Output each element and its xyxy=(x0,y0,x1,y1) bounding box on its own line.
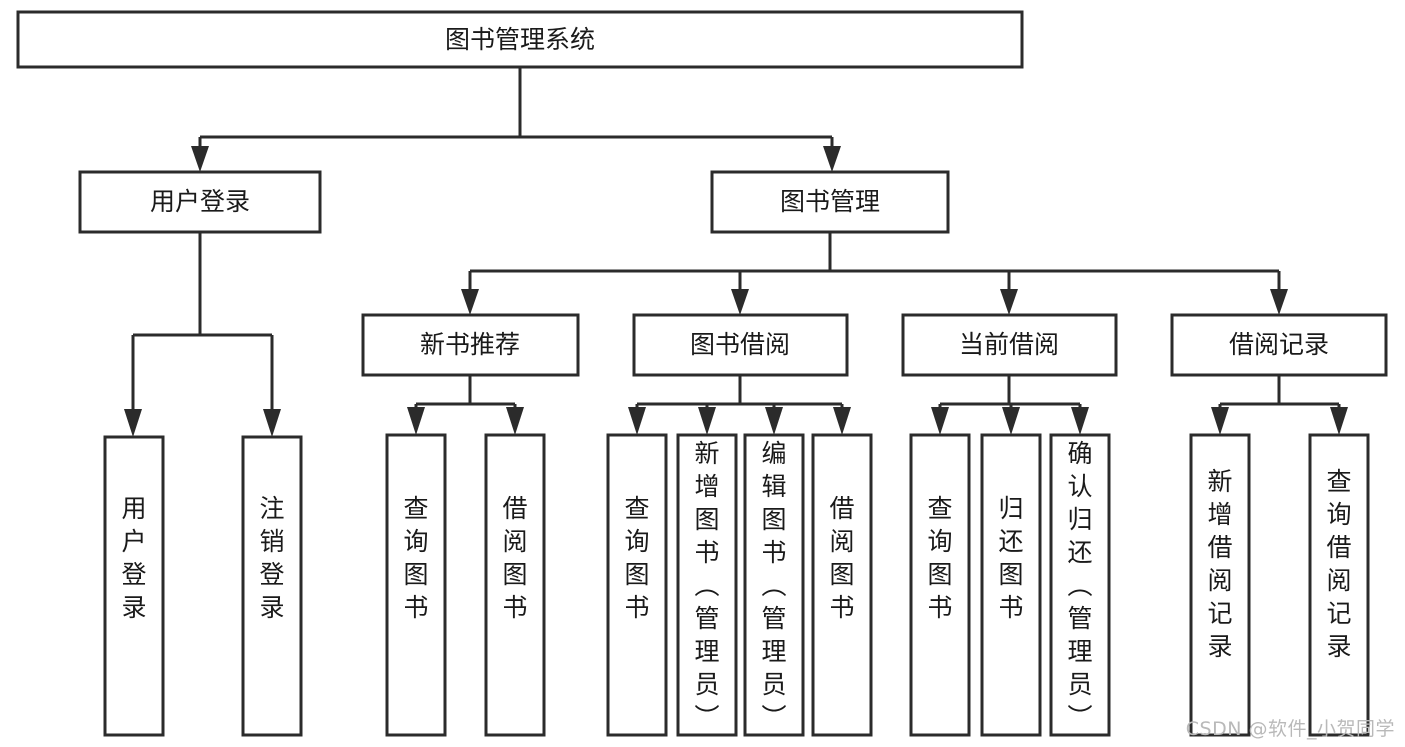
arrow-records-leaf-2 xyxy=(1330,407,1348,435)
node-root-system-box xyxy=(16,10,1024,69)
leaf-query-book-borrow-label: 查询图书 xyxy=(624,494,649,622)
arrow-book-mgmt-to-borrow xyxy=(731,289,749,315)
arrow-current-leaf-2 xyxy=(1002,407,1020,435)
leaf-add-borrow-record-box xyxy=(1189,433,1251,737)
node-new-book-recommend-box xyxy=(361,313,580,377)
node-root-system-label: 图书管理系统 xyxy=(445,25,595,54)
node-current-borrow-label: 当前借阅 xyxy=(959,330,1059,359)
node-book-borrow-label: 图书借阅 xyxy=(690,330,790,359)
arrow-new-book-leaf-1 xyxy=(407,407,425,435)
leaf-confirm-return-admin[interactable]: 确认归还︵管理员︶ xyxy=(1049,433,1111,737)
leaf-user-login-label: 用户登录 xyxy=(121,494,146,622)
node-new-book-recommend-label: 新书推荐 xyxy=(420,330,520,359)
leaf-logout-box xyxy=(241,435,303,737)
leaf-user-login-box xyxy=(103,435,165,737)
leaf-query-book-newbook-box xyxy=(385,433,447,737)
connector-layer xyxy=(124,67,1348,437)
leaf-confirm-return-admin-box xyxy=(1049,433,1111,737)
csdn-watermark: CSDN @软件_小贺同学 xyxy=(1185,718,1395,740)
leaf-add-borrow-record[interactable]: 新增借阅记录 xyxy=(1189,433,1251,737)
arrow-book-mgmt-to-current xyxy=(1000,289,1018,315)
leaf-borrow-book[interactable]: 借阅图书 xyxy=(811,433,873,737)
leaf-borrow-book-box xyxy=(811,433,873,737)
leaf-add-book-admin-label: 新增图书︵管理员︶ xyxy=(694,439,719,732)
node-user-login-label: 用户登录 xyxy=(150,187,250,216)
leaf-query-borrow-record-label: 查询借阅记录 xyxy=(1326,467,1351,661)
leaf-borrow-book-label: 借阅图书 xyxy=(829,494,854,622)
arrow-root-to-book-mgmt xyxy=(823,146,841,172)
leaf-borrow-book-newbook[interactable]: 借阅图书 xyxy=(484,433,546,737)
leaf-confirm-return-admin-label: 确认归还︵管理员︶ xyxy=(1067,439,1092,732)
arrow-borrow-leaf-2 xyxy=(698,407,716,435)
node-book-management-label: 图书管理 xyxy=(780,187,880,216)
leaf-query-book-current-box xyxy=(909,433,971,737)
node-book-management[interactable]: 图书管理 xyxy=(710,170,950,234)
leaf-logout[interactable]: 注销登录 xyxy=(241,435,303,737)
leaf-user-login[interactable]: 用户登录 xyxy=(103,435,165,737)
leaf-query-book-current-label: 查询图书 xyxy=(927,494,952,622)
arrow-user-login-leaf-2 xyxy=(263,409,281,437)
leaf-add-book-admin[interactable]: 新增图书︵管理员︶ xyxy=(676,433,738,737)
leaf-query-book-borrow[interactable]: 查询图书 xyxy=(606,433,668,737)
arrow-current-leaf-3 xyxy=(1071,407,1089,435)
arrow-records-leaf-1 xyxy=(1211,407,1229,435)
leaf-borrow-book-newbook-label: 借阅图书 xyxy=(502,494,527,622)
leaf-add-book-admin-box xyxy=(676,433,738,737)
arrow-book-mgmt-to-new-book xyxy=(461,289,479,315)
leaf-query-book-borrow-box xyxy=(606,433,668,737)
node-user-login[interactable]: 用户登录 xyxy=(78,170,322,234)
node-book-management-box xyxy=(710,170,950,234)
arrow-borrow-leaf-4 xyxy=(833,407,851,435)
leaf-logout-label: 注销登录 xyxy=(259,494,284,622)
leaf-edit-book-admin[interactable]: 编辑图书︵管理员︶ xyxy=(743,433,805,737)
arrow-root-to-user-login xyxy=(191,146,209,172)
node-book-borrow[interactable]: 图书借阅 xyxy=(632,313,849,377)
arrow-new-book-leaf-2 xyxy=(506,407,524,435)
leaf-add-borrow-record-label: 新增借阅记录 xyxy=(1207,467,1232,661)
leaf-return-book-label: 归还图书 xyxy=(998,494,1023,622)
node-current-borrow[interactable]: 当前借阅 xyxy=(901,313,1118,377)
node-book-borrow-box xyxy=(632,313,849,377)
node-root-system[interactable]: 图书管理系统 xyxy=(16,10,1024,69)
arrow-current-leaf-1 xyxy=(931,407,949,435)
leaf-query-borrow-record-box xyxy=(1308,433,1370,737)
leaf-query-book-newbook-label: 查询图书 xyxy=(403,494,428,622)
node-current-borrow-box xyxy=(901,313,1118,377)
arrow-borrow-leaf-3 xyxy=(765,407,783,435)
leaf-edit-book-admin-label: 编辑图书︵管理员︶ xyxy=(761,439,786,732)
leaf-return-book-box xyxy=(980,433,1042,737)
arrow-user-login-leaf-1 xyxy=(124,409,142,437)
leaf-query-book-newbook[interactable]: 查询图书 xyxy=(385,433,447,737)
leaf-borrow-book-newbook-box xyxy=(484,433,546,737)
node-new-book-recommend[interactable]: 新书推荐 xyxy=(361,313,580,377)
leaf-query-book-current[interactable]: 查询图书 xyxy=(909,433,971,737)
arrow-borrow-leaf-1 xyxy=(628,407,646,435)
node-borrow-records[interactable]: 借阅记录 xyxy=(1170,313,1388,377)
arrow-book-mgmt-to-records xyxy=(1270,289,1288,315)
node-borrow-records-box xyxy=(1170,313,1388,377)
leaf-return-book[interactable]: 归还图书 xyxy=(980,433,1042,737)
node-user-login-box xyxy=(78,170,322,234)
leaf-query-borrow-record[interactable]: 查询借阅记录 xyxy=(1308,433,1370,737)
leaf-edit-book-admin-box xyxy=(743,433,805,737)
node-borrow-records-label: 借阅记录 xyxy=(1229,330,1329,359)
